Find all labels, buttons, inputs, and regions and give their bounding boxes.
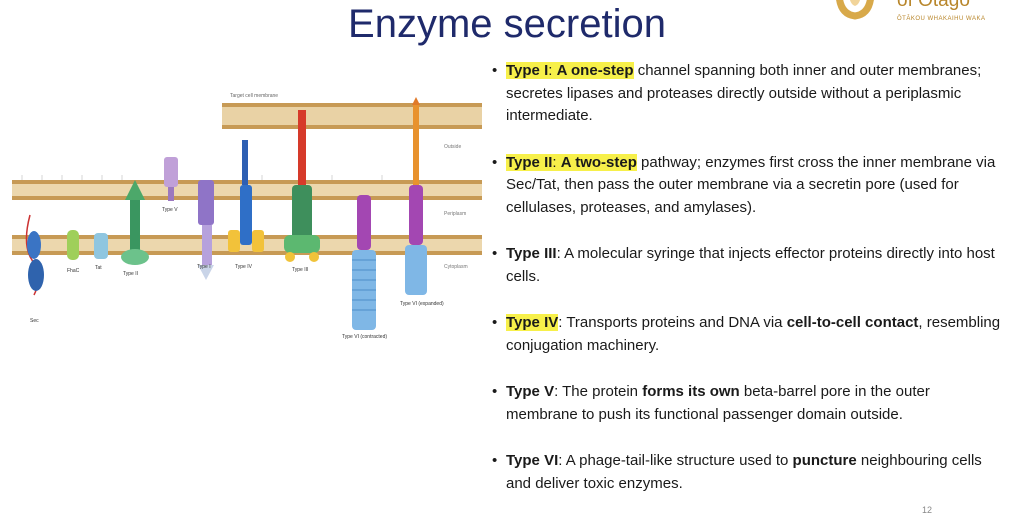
type1-label: Type I — [197, 264, 211, 270]
outside-label: Outside — [444, 144, 461, 150]
type6-expanded-label: Type VI (expanded) — [400, 301, 444, 307]
university-logo — [836, 0, 874, 20]
tat-label: Tat — [95, 265, 102, 271]
bullet-type4: Type IV: Transports proteins and DNA via… — [490, 312, 1005, 357]
periplasm-label: Periplasm — [444, 211, 466, 217]
bullet-type1: Type I: A one-step channel spanning both… — [490, 60, 1005, 128]
type5-label: Type V — [162, 207, 178, 213]
bullet-type6: Type VI: A phage-tail-like structure use… — [490, 450, 1005, 495]
type2-label: Type II — [123, 271, 138, 277]
secretion-types-list: Type I: A one-step channel spanning both… — [490, 60, 1005, 519]
bullet-type2: Type II: A two-step pathway; enzymes fir… — [490, 152, 1005, 220]
page-number: 12 — [922, 505, 933, 515]
secretion-systems-diagram: Target cell membrane Outside Periplasm C… — [12, 93, 482, 340]
target-cell-label: Target cell membrane — [230, 93, 278, 99]
bullet-type3: Type III: A molecular syringe that injec… — [490, 243, 1005, 288]
type3-label: Type III — [292, 267, 308, 273]
type6-contracted-label: Type VI (contracted) — [342, 334, 387, 340]
bullet-type5: Type V: The protein forms its own beta-b… — [490, 381, 1005, 426]
sec-label: Sec — [30, 318, 39, 324]
type4-label: Type IV — [235, 264, 253, 270]
logo-subtext: ŌTĀKOU WHAKAIHU WAKA — [897, 16, 986, 22]
fhac-label: FhaC — [67, 268, 80, 274]
slide-title: Enzyme secretion — [348, 2, 666, 46]
logo-text: of Otago — [897, 0, 970, 11]
cytoplasm-label: Cytoplasm — [444, 264, 468, 270]
